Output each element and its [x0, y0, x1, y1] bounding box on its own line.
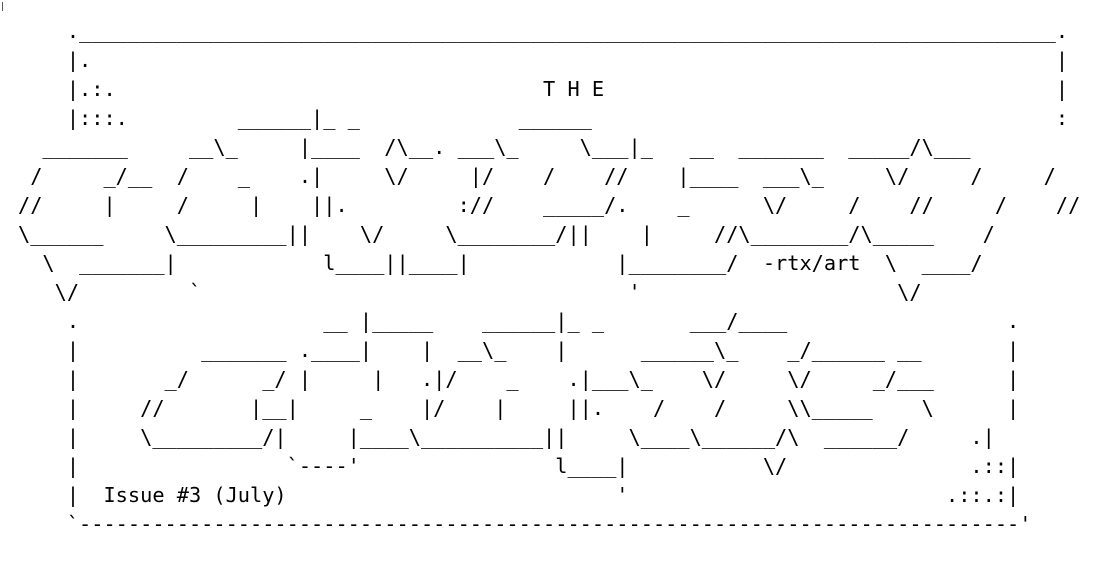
art-line-credit: \ _______| l____||____| |________/ -rtx/… — [18, 251, 983, 275]
art-line: | _/ _/ | | .|/ _ .|___\_ \/ \/ _/___ | — [18, 367, 1020, 391]
art-line: | `----' l____| \/ .::| — [18, 454, 1020, 478]
art-line: \/ ` ' \/ — [18, 280, 922, 304]
art-line: | // |__| _ |/ | ||. / / \\_____ \ | — [18, 396, 1020, 420]
ascii-art-block: ._______________________________________… — [18, 17, 1080, 539]
art-line-heading: |.:. T H E | — [18, 77, 1069, 101]
art-line: | \_________/| |____\__________|| \____\… — [18, 425, 995, 449]
art-line: // | / | ||. :// _____/. _ \/ / // / // — [18, 193, 1081, 217]
art-line: ._______________________________________… — [18, 19, 1069, 43]
art-line: . __ |_____ ______|_ _ ___/____ . — [18, 309, 1020, 333]
art-line-issue: | Issue #3 (July) ' .::.:| — [18, 483, 1020, 507]
art-line: _______ __\_ |____ /\__. ___\_ \___|_ __… — [18, 135, 971, 159]
art-line: \______ \_________|| \/ \________/|| | /… — [18, 222, 995, 246]
art-line: / _/__ / _ .| \/ |/ / // |____ ___\_ \/ … — [18, 164, 1056, 188]
art-line: | _______ .____| | __\_ | ______\_ _/___… — [18, 338, 1020, 362]
art-line: |:::. ______|_ _ ______ : — [18, 106, 1069, 130]
text-cursor — [2, 2, 3, 11]
art-line: `---------------------------------------… — [18, 512, 1032, 536]
art-line: |. | — [18, 48, 1069, 72]
